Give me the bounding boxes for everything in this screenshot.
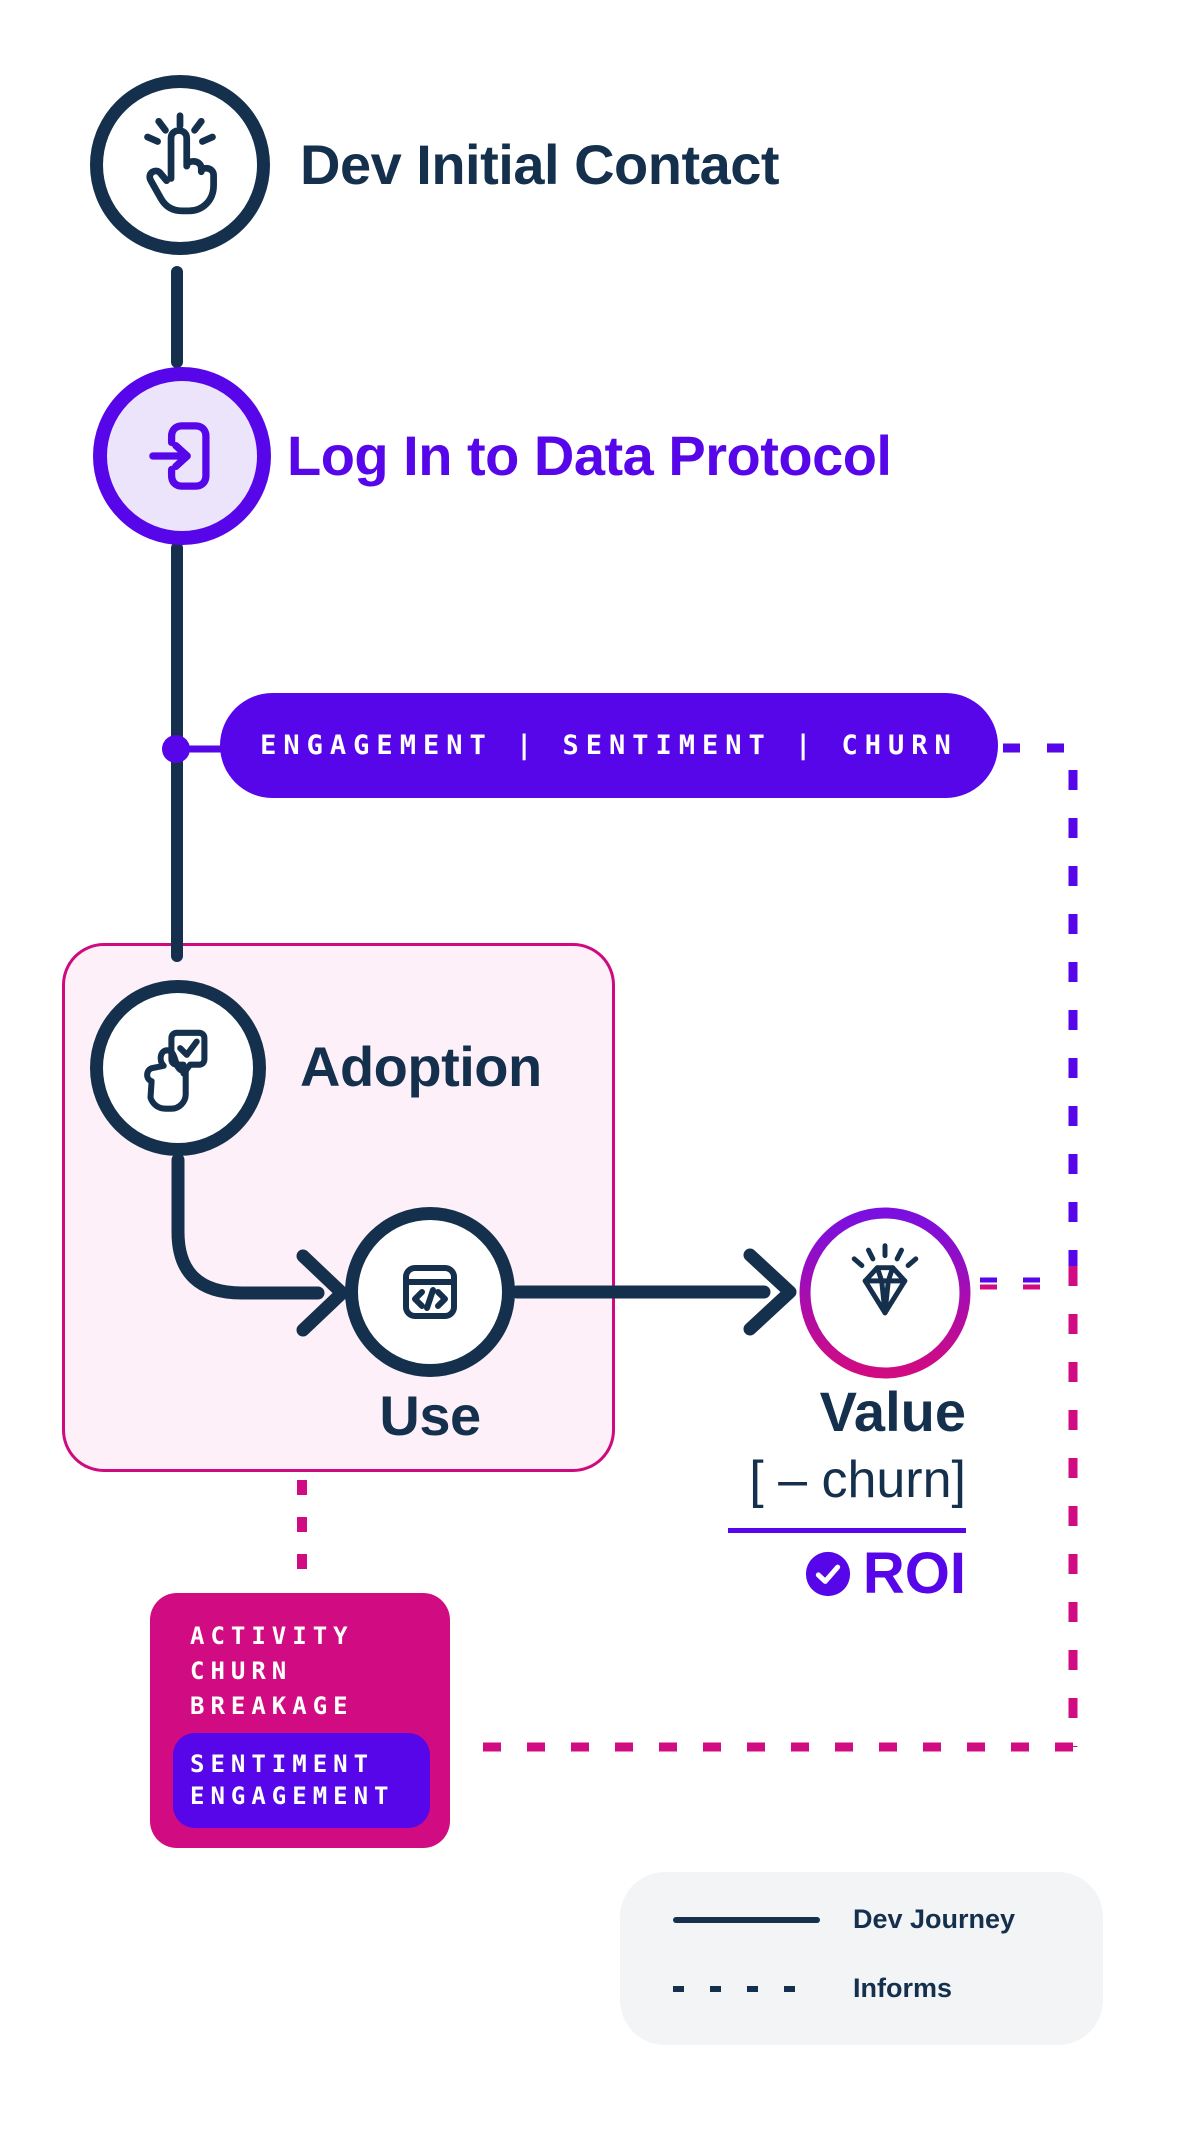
- signal-activity: ACTIVITY: [190, 1622, 354, 1650]
- login-node: [93, 367, 271, 545]
- initial-contact-node: [90, 75, 270, 255]
- signals-highlight-box: SENTIMENT ENGAGEMENT: [173, 1733, 430, 1828]
- diamond-icon: [851, 1243, 919, 1316]
- legend-solid-line: [673, 1916, 820, 1923]
- legend-dashed-line: [673, 1985, 820, 1992]
- legend-row-dev-journey: Dev Journey: [673, 1904, 1015, 1935]
- metrics-pill-label: ENGAGEMENT | SENTIMENT | CHURN: [260, 730, 958, 761]
- check-circle-icon: [805, 1551, 850, 1597]
- adoption-label: Adoption: [300, 1035, 542, 1098]
- value-formula: [ – churn]: [749, 1451, 966, 1509]
- tap-icon: [144, 112, 217, 215]
- signal-breakage: BREAKAGE: [190, 1692, 354, 1720]
- use-value-arrowhead: [743, 1248, 797, 1336]
- thumbs-up-check-icon: [144, 1029, 208, 1112]
- branch-dot: [162, 735, 190, 763]
- value-block: Value [ – churn] ROI: [610, 1384, 966, 1603]
- value-label: Value: [819, 1380, 966, 1443]
- use-label: Use: [379, 1384, 481, 1447]
- value-node: [797, 1205, 973, 1381]
- use-node: [345, 1207, 515, 1377]
- legend: Dev Journey Informs: [620, 1872, 1103, 2045]
- metrics-pill: ENGAGEMENT | SENTIMENT | CHURN: [220, 693, 998, 798]
- signals-box: ACTIVITY CHURN BREAKAGE SENTIMENT ENGAGE…: [150, 1593, 450, 1848]
- legend-solid-label: Dev Journey: [853, 1904, 1016, 1934]
- login-label: Log In to Data Protocol: [287, 424, 892, 487]
- signal-churn: CHURN: [190, 1657, 293, 1685]
- value-divider: [728, 1528, 966, 1533]
- legend-row-informs: Informs: [673, 1973, 952, 2004]
- initial-contact-label: Dev Initial Contact: [300, 133, 780, 196]
- adoption-node: [90, 980, 266, 1156]
- code-window-icon: [403, 1265, 457, 1319]
- signal-sentiment: SENTIMENT: [190, 1750, 375, 1778]
- login-icon: [149, 422, 210, 490]
- roi-label: ROI: [862, 1541, 966, 1606]
- legend-dashed-label: Informs: [853, 1973, 953, 2003]
- signal-engagement: ENGAGEMENT: [190, 1782, 395, 1810]
- roi-row: ROI: [610, 1545, 966, 1603]
